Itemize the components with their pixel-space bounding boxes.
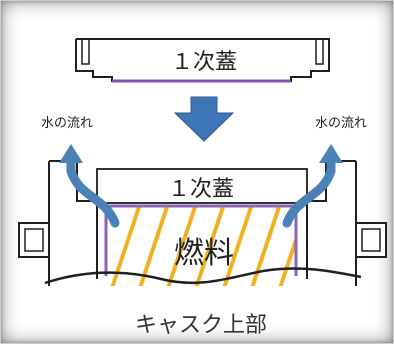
down-arrow-icon	[173, 96, 235, 142]
lid-installed-label: １次蓋	[168, 177, 234, 202]
curved-arrow-icon	[282, 144, 343, 228]
curved-arrow-icon	[59, 144, 120, 228]
water-surface-line	[44, 267, 362, 285]
fuel-basket: 燃料	[104, 204, 298, 286]
water-flow-left-label: 水の流れ	[41, 116, 93, 131]
left-trunnion	[18, 222, 50, 258]
right-trunnion	[355, 222, 387, 258]
fuel-stripes	[110, 206, 296, 286]
fuel-label: 燃料	[174, 236, 234, 271]
cask-top-caption: キャスク上部	[135, 313, 267, 338]
primary-lid-installed: １次蓋	[96, 168, 308, 204]
water-flow-right-label: 水の流れ	[315, 116, 367, 131]
primary-lid-top: １次蓋	[75, 38, 330, 83]
lid-top-label: １次蓋	[171, 50, 237, 75]
